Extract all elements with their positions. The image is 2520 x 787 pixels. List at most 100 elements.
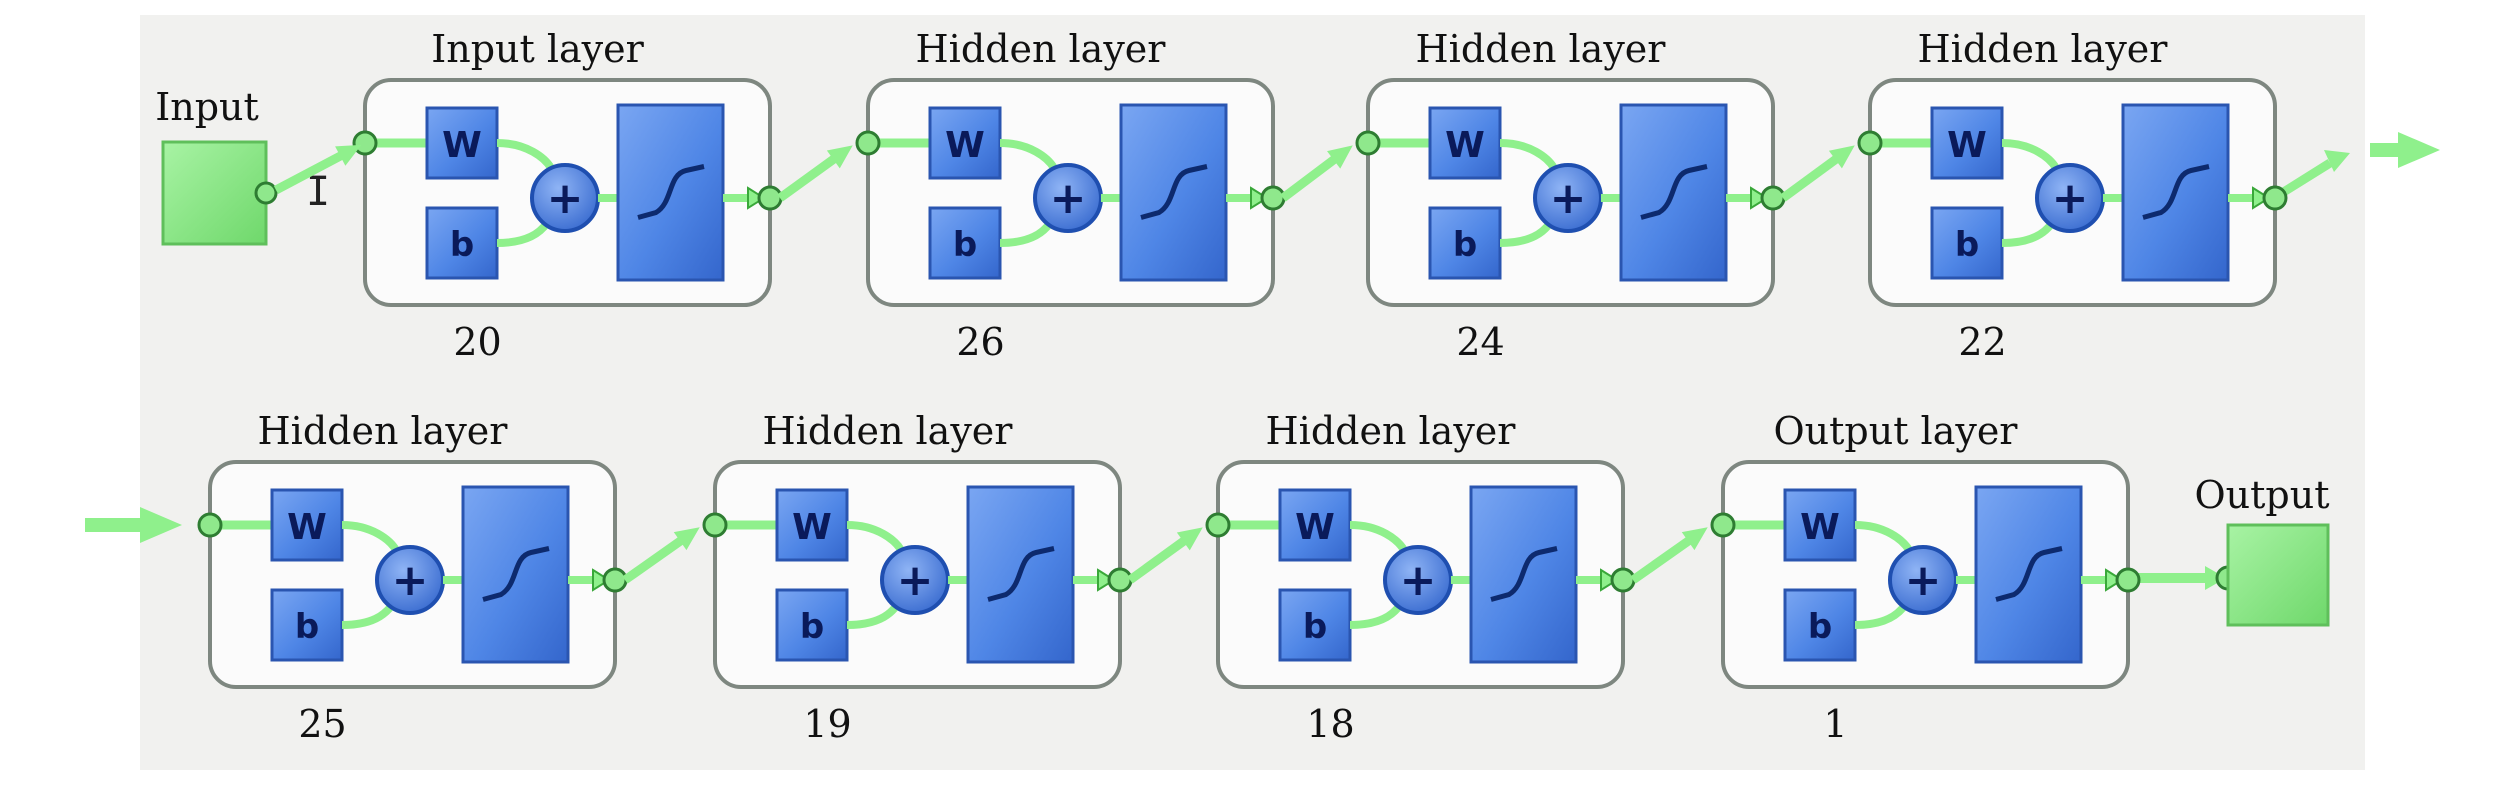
layer-title: Hidden layer xyxy=(1416,27,1667,71)
input-port xyxy=(1355,130,1381,156)
weight-symbol: W xyxy=(945,125,985,166)
connector-arrowhead xyxy=(1176,527,1203,551)
weight-symbol: W xyxy=(1947,125,1987,166)
layer-block-8: Output layer 1 Wb + xyxy=(1710,409,2141,746)
layer-title: Hidden layer xyxy=(1918,27,2169,71)
sum-symbol: + xyxy=(1905,555,1942,606)
bias-block xyxy=(425,206,499,280)
sigmoid-curve-icon xyxy=(1490,546,1558,602)
input-port xyxy=(1205,512,1231,538)
weight-to-sum-wire xyxy=(341,521,400,553)
sigmoid-curve-icon xyxy=(987,546,1055,602)
connector-wire xyxy=(1630,532,1698,584)
layer-title: Hidden layer xyxy=(258,409,509,453)
output-arrowhead xyxy=(1250,186,1269,210)
sum-symbol: + xyxy=(1550,173,1587,224)
neuron-count: 18 xyxy=(1306,702,1354,746)
layer-title: Hidden layer xyxy=(763,409,1014,453)
connector-arrowhead xyxy=(335,144,362,166)
row2-continuation-arrow xyxy=(85,507,182,543)
layer-title: Output layer xyxy=(1774,409,2019,453)
layer-title: Hidden layer xyxy=(1266,409,1517,453)
sum-symbol: + xyxy=(1050,173,1087,224)
output-port xyxy=(2115,567,2141,593)
output-arrowhead xyxy=(2105,568,2124,592)
connector-wire xyxy=(273,147,352,194)
output-arrowhead xyxy=(747,186,766,210)
sum-symbol: + xyxy=(897,555,934,606)
input-port xyxy=(1710,512,1736,538)
sigmoid-curve-icon xyxy=(1995,546,2063,602)
output-arrowhead xyxy=(592,568,611,592)
weight-symbol: W xyxy=(1445,125,1485,166)
input-port xyxy=(1857,130,1883,156)
neuron-count: 22 xyxy=(1958,320,2006,364)
output-arrowhead xyxy=(1097,568,1116,592)
connector-wire xyxy=(1280,151,1343,202)
weight-to-sum-wire xyxy=(846,521,905,553)
output-port xyxy=(1107,567,1133,593)
bias-symbol: b xyxy=(953,225,977,265)
connector-arrowhead xyxy=(1828,145,1855,169)
weight-symbol: W xyxy=(792,507,832,548)
input-port xyxy=(855,130,881,156)
connector-arrowhead xyxy=(1327,145,1353,169)
neuron-count: 20 xyxy=(453,320,501,364)
bias-symbol: b xyxy=(450,225,474,265)
sigmoid-curve-icon xyxy=(1640,164,1708,220)
weight-to-sum-wire xyxy=(999,139,1058,171)
weight-to-sum-wire xyxy=(1349,521,1408,553)
connector-wire xyxy=(1780,151,1845,202)
weight-to-sum-wire xyxy=(496,139,555,171)
layer-block-6: Hidden layer 19 Wb + xyxy=(702,409,1133,746)
neuron-count: 19 xyxy=(803,702,851,746)
connector-arrowhead xyxy=(1681,527,1708,551)
layer-title: Hidden layer xyxy=(916,27,1167,71)
output-port xyxy=(1260,185,1286,211)
weight-symbol: W xyxy=(1800,507,1840,548)
layer-block-2: Hidden layer 26 Wb + xyxy=(855,27,1286,364)
output-port xyxy=(1760,185,1786,211)
neuron-count: 26 xyxy=(956,320,1004,364)
layer-title: Input layer xyxy=(431,27,644,71)
output-node: Output xyxy=(2124,473,2330,627)
output-arrowhead xyxy=(2252,186,2271,210)
connector-wire xyxy=(1127,532,1193,584)
input-port xyxy=(197,512,223,538)
weight-block xyxy=(1783,488,1857,562)
bias-symbol: b xyxy=(1453,225,1477,265)
sum-symbol: + xyxy=(1400,555,1437,606)
neuron-count: 1 xyxy=(1823,702,1847,746)
layer-connectors xyxy=(273,144,1855,584)
row1-continuation-arrow xyxy=(2279,132,2440,197)
bias-symbol: b xyxy=(1808,607,1832,647)
sum-symbol: + xyxy=(547,173,584,224)
connector-arrowhead xyxy=(673,527,700,551)
weight-symbol: W xyxy=(1295,507,1335,548)
bias-symbol: b xyxy=(1955,225,1979,265)
weight-to-sum-wire xyxy=(1499,139,1558,171)
sigmoid-curve-icon xyxy=(2142,164,2210,220)
connector-arrowhead xyxy=(826,145,853,169)
sigmoid-curve-icon xyxy=(482,546,550,602)
bias-symbol: b xyxy=(800,607,824,647)
weight-block xyxy=(1278,488,1352,562)
neuron-count: 25 xyxy=(298,702,346,746)
connector-wire xyxy=(777,150,843,202)
weight-to-sum-wire xyxy=(1854,521,1913,553)
bias-symbol: b xyxy=(1303,607,1327,647)
weight-to-sum-wire xyxy=(2001,139,2060,171)
output-port xyxy=(2262,185,2288,211)
output-arrowhead xyxy=(1600,568,1619,592)
output-port xyxy=(757,185,783,211)
sum-symbol: + xyxy=(392,555,429,606)
output-label: Output xyxy=(2195,473,2330,517)
weight-symbol: W xyxy=(442,125,482,166)
weight-block xyxy=(425,106,499,180)
output-port xyxy=(1610,567,1636,593)
activation-block xyxy=(1119,103,1228,282)
